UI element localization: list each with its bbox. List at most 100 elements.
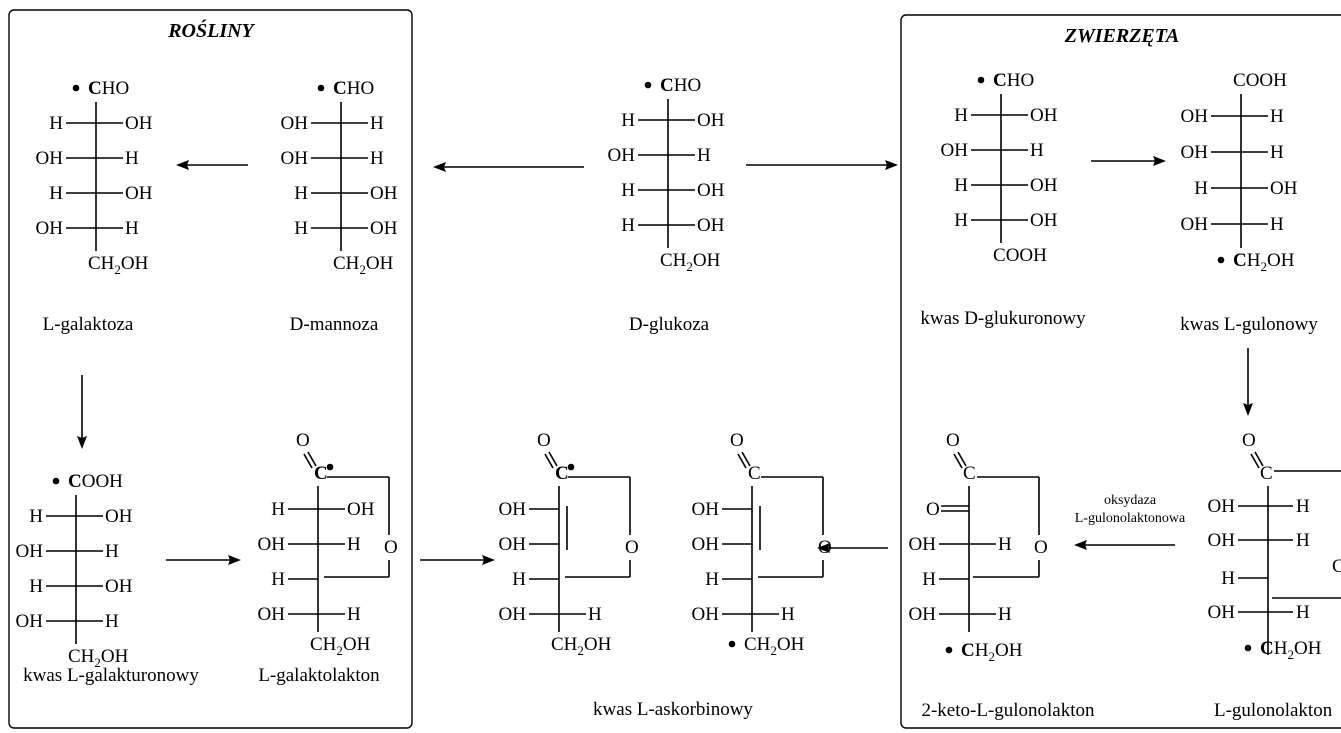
substituent: H xyxy=(1221,568,1235,589)
substituent: H xyxy=(1270,142,1284,163)
substituent: H xyxy=(621,110,635,131)
substituent: OH xyxy=(36,148,64,169)
arrow-head xyxy=(885,160,898,170)
bottom-group: CH2OH xyxy=(333,253,394,277)
substituent: OH xyxy=(258,534,286,555)
marker-dot xyxy=(728,640,736,648)
substituent: H xyxy=(1296,530,1310,551)
substituent: OH xyxy=(1030,175,1058,196)
substituent: OH xyxy=(1208,602,1236,623)
caption-kwas-l-gulonowy: kwas L-gulonowy xyxy=(1180,314,1318,335)
top-group: COOH xyxy=(1233,70,1287,91)
substituent: OH xyxy=(1181,142,1209,163)
ring-carbon: C xyxy=(963,463,976,484)
bond xyxy=(548,451,558,467)
bond xyxy=(1254,451,1264,467)
substituent: H xyxy=(1296,602,1310,623)
substituent: OH xyxy=(697,215,725,236)
animals-panel xyxy=(900,14,1341,729)
substituent: OH xyxy=(499,604,527,625)
substituent: H xyxy=(998,534,1012,555)
reaction-arrows xyxy=(77,156,1253,565)
ring-oxygen: O xyxy=(818,537,832,558)
arrow-head xyxy=(482,555,495,565)
substituent: H xyxy=(998,604,1012,625)
substituent: H xyxy=(105,611,119,632)
substituent: H xyxy=(125,148,139,169)
substituent: OH xyxy=(16,611,44,632)
substituent: OH xyxy=(370,183,398,204)
substituent: OH xyxy=(692,534,720,555)
substituent: H xyxy=(922,569,936,590)
bond xyxy=(737,453,747,469)
marker-dot xyxy=(945,646,953,654)
substituent: H xyxy=(705,569,719,590)
bond xyxy=(741,451,751,467)
substituent: H xyxy=(954,210,968,231)
substituent: H xyxy=(370,113,384,134)
top-group: CHO xyxy=(333,78,374,99)
arrow-head xyxy=(228,555,241,565)
enzyme-label-line1: oksydaza xyxy=(1104,493,1157,508)
substituent: H xyxy=(512,569,526,590)
marker-dot xyxy=(326,463,334,471)
substituent: OH xyxy=(1208,496,1236,517)
top-group: CHO xyxy=(660,75,701,96)
substituent: H xyxy=(370,148,384,169)
substituent: OH xyxy=(697,180,725,201)
substituent: H xyxy=(1270,106,1284,127)
substituent: OH xyxy=(608,145,636,166)
substituent: OH xyxy=(1181,106,1209,127)
substituent: OH xyxy=(125,113,153,134)
top-group: CHO xyxy=(993,70,1034,91)
bottom-group: CH2OH xyxy=(68,646,129,670)
bottom-group: COOH xyxy=(993,245,1047,266)
marker-dot xyxy=(567,463,575,471)
bottom-group: CH2OH xyxy=(551,634,612,658)
marker-dot xyxy=(52,477,60,485)
substituent: H xyxy=(105,541,119,562)
substituent: H xyxy=(1194,178,1208,199)
substituent: H xyxy=(1270,214,1284,235)
carbonyl-oxygen: O xyxy=(946,430,960,451)
caption-kwas-l-galakturonowy: kwas L-galakturonowy xyxy=(23,665,199,686)
bottom-group: CH2OH xyxy=(1260,638,1322,662)
bottom-group: CH2OH xyxy=(310,634,371,658)
bottom-group: CH2OH xyxy=(1233,250,1295,274)
substituent: H xyxy=(588,604,602,625)
substituent: OH xyxy=(909,604,937,625)
ring-oxygen: O xyxy=(1034,537,1048,558)
substituent: OH xyxy=(499,534,527,555)
substituent: OH xyxy=(1181,214,1209,235)
top-group: COOH xyxy=(68,471,123,492)
substituent: H xyxy=(294,183,308,204)
substituent: H xyxy=(954,105,968,126)
bond xyxy=(1250,453,1260,469)
substituent: H xyxy=(954,175,968,196)
ring-carbon: C xyxy=(314,463,328,484)
substituent: H xyxy=(29,576,43,597)
carbonyl-oxygen: O xyxy=(730,430,744,451)
arrow-head xyxy=(1074,540,1087,550)
substituent: OH xyxy=(1270,178,1298,199)
substituent: H xyxy=(621,215,635,236)
plants-header: ROŚLINY xyxy=(167,18,255,42)
bottom-group: CH2OH xyxy=(744,634,805,658)
arrow-head xyxy=(817,543,830,553)
substituent: OH xyxy=(105,576,133,597)
substituent: OH xyxy=(1030,105,1058,126)
caption-2-keto-l-gulonolakton: 2-keto-L-gulonolakton xyxy=(921,700,1095,721)
ring-oxygen: C xyxy=(1332,556,1341,577)
caption-l-galaktolakton: L-galaktolakton xyxy=(258,665,380,686)
bond xyxy=(544,453,554,469)
bond xyxy=(957,451,967,467)
substituent: OH xyxy=(258,604,286,625)
ring-carbon: C xyxy=(748,463,761,484)
caption-l-gulonolakton: L-gulonolakton xyxy=(1214,700,1333,721)
substituent: OH xyxy=(697,110,725,131)
plants-panel xyxy=(8,9,413,729)
caption-l-galaktoza: L-galaktoza xyxy=(43,314,134,335)
substituent: OH xyxy=(909,534,937,555)
